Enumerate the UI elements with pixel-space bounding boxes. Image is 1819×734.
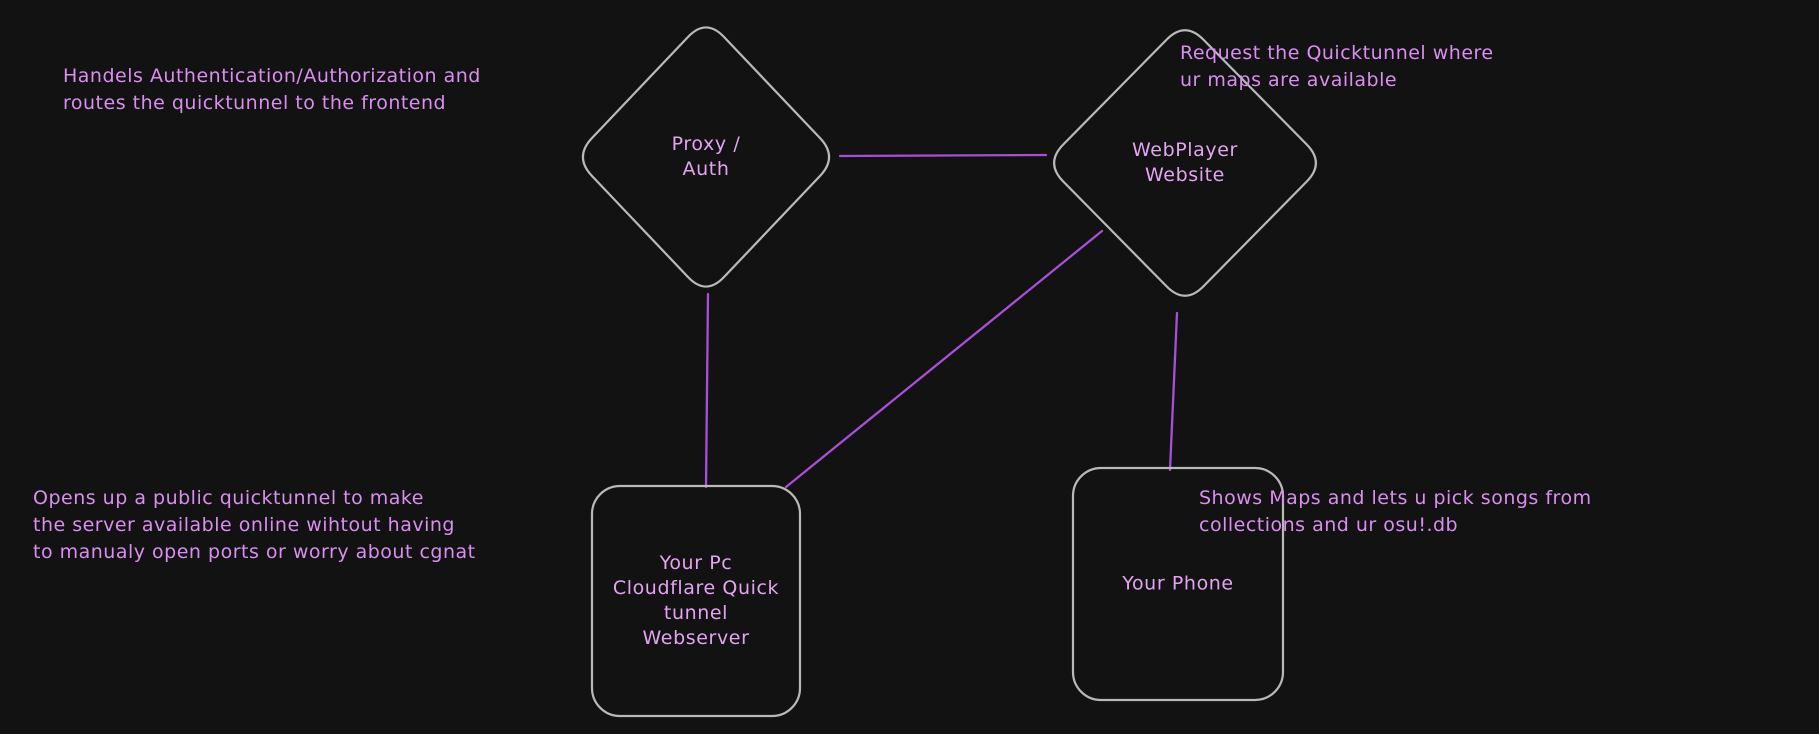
annotation-proxy-note: Handels Authentication/Authorization and… [63, 65, 481, 114]
annotation-your-pc-note: Opens up a public quicktunnel to make th… [33, 487, 476, 563]
edge-webplayer-to-your-pc [784, 229, 1104, 489]
edge-proxy-to-your-pc [704, 292, 710, 489]
node-your-phone[interactable] [1071, 466, 1285, 702]
nodes-group [581, 26, 1317, 718]
annotation-webplayer-note: Request the Quicktunnel where ur maps ar… [1180, 42, 1494, 91]
node-webplayer-website[interactable] [1053, 29, 1317, 297]
edge-proxy-to-webplayer [838, 153, 1048, 158]
edge-webplayer-to-your-phone [1168, 311, 1179, 472]
node-your-pc[interactable] [590, 484, 802, 718]
annotation-your-phone-note: Shows Maps and lets u pick songs from co… [1199, 487, 1592, 536]
node-proxy-auth[interactable] [581, 26, 831, 288]
edges-group [704, 153, 1179, 489]
